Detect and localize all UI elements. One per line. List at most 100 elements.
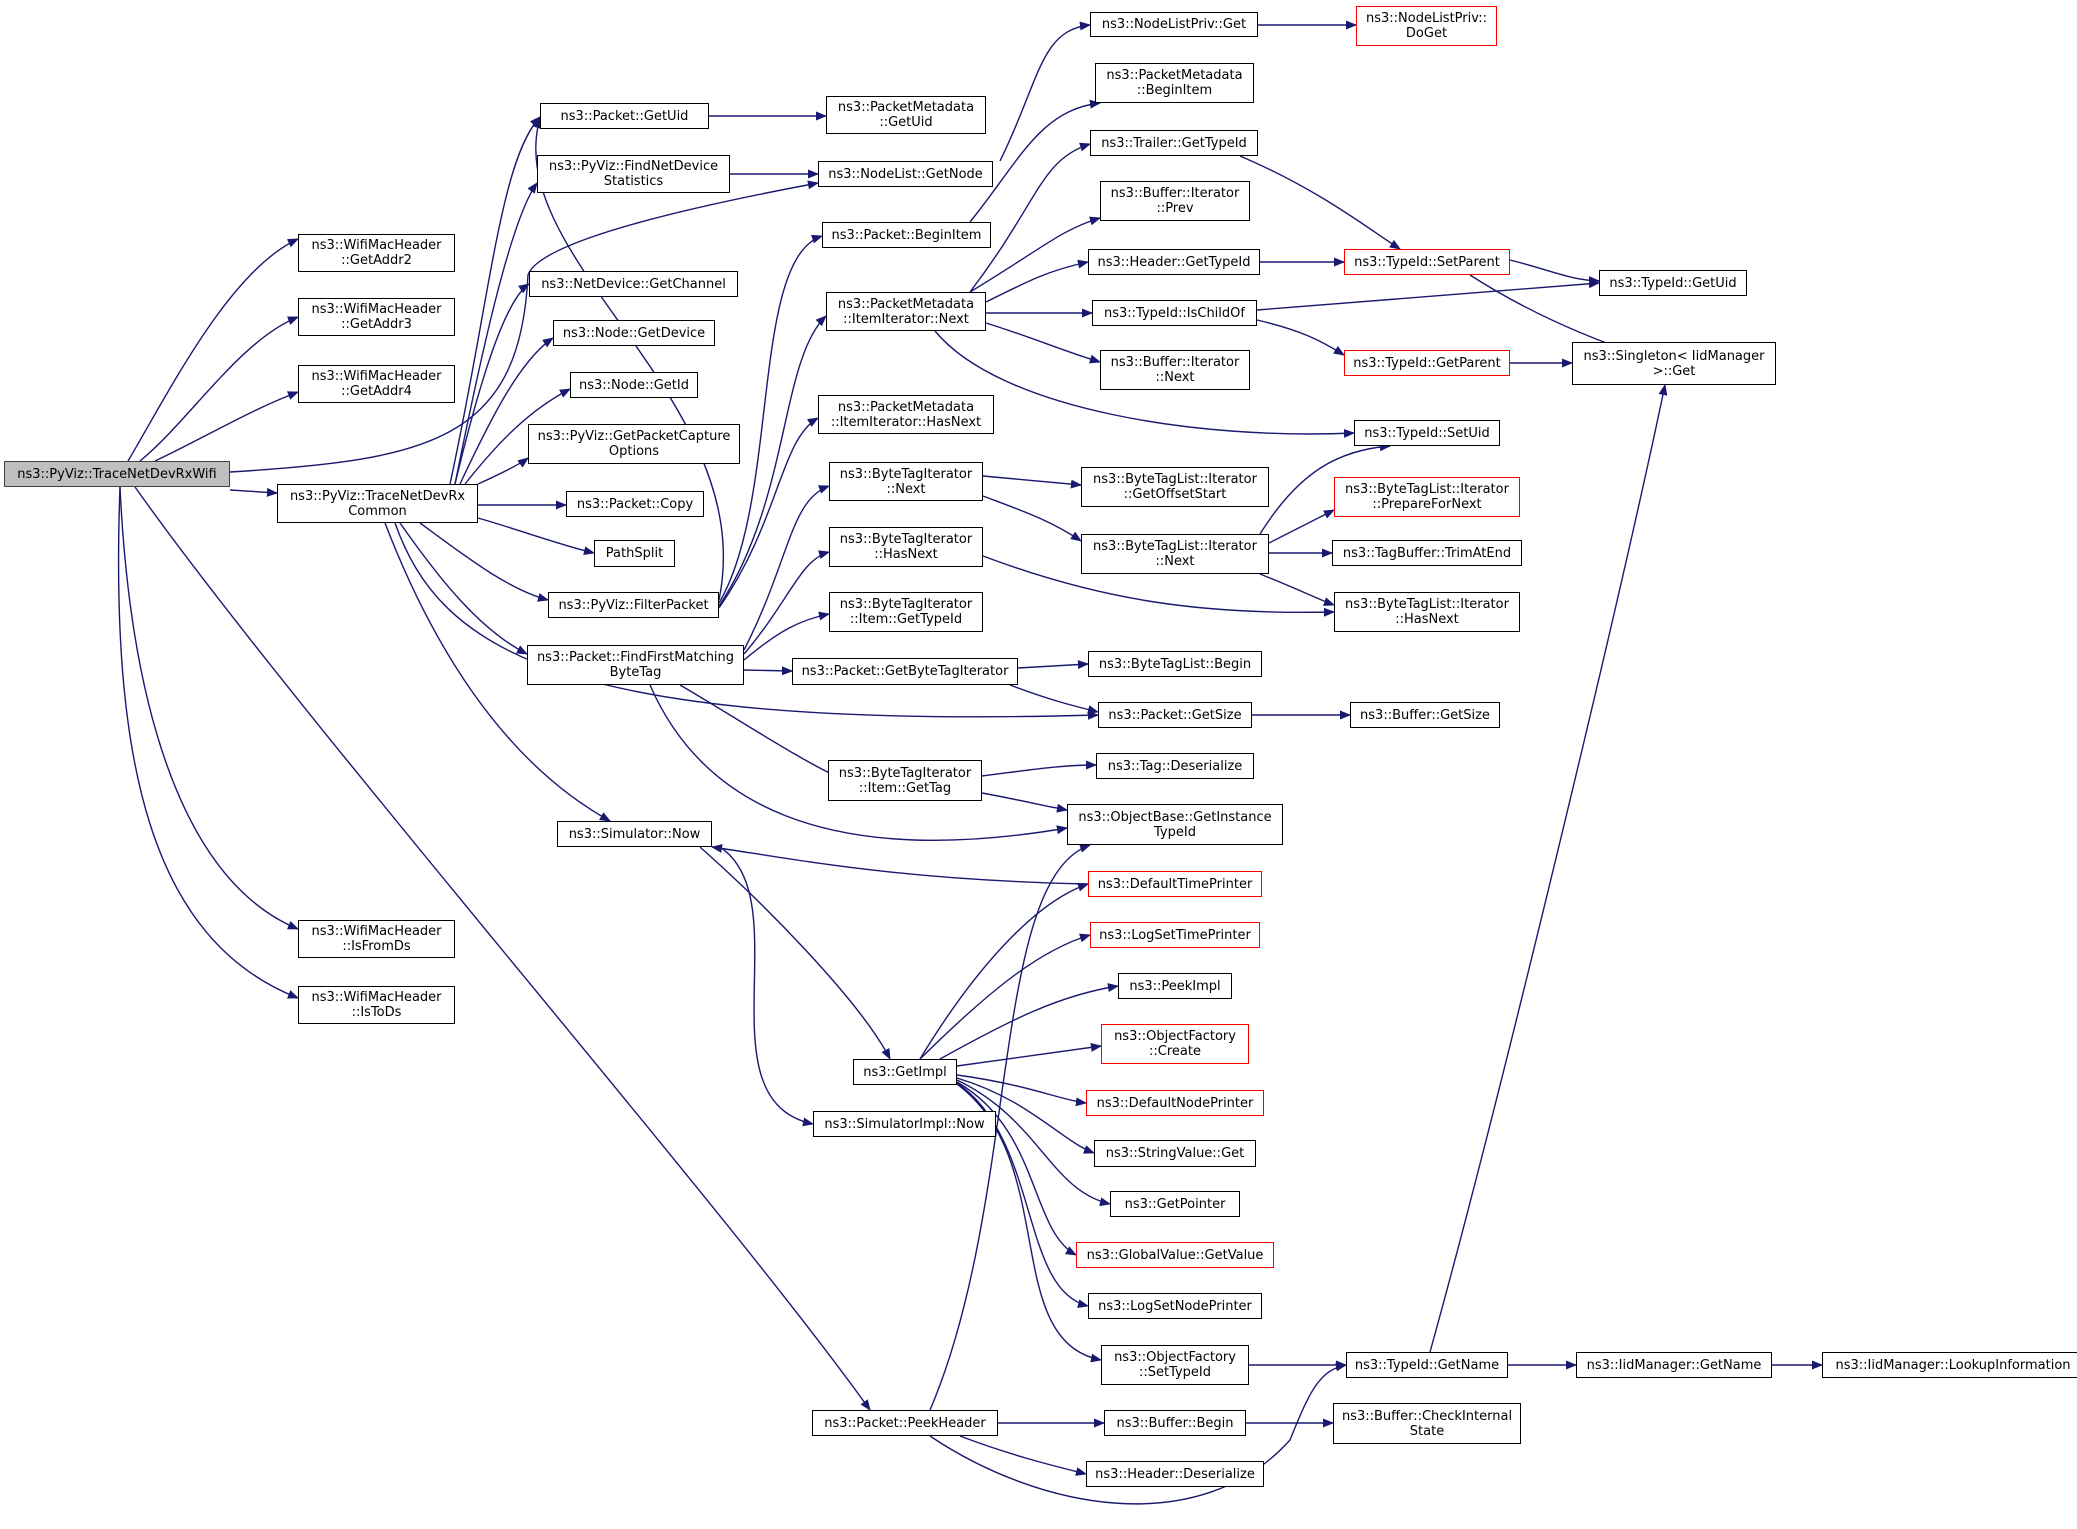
node-buf-begin[interactable]: ns3::Buffer::Begin: [1104, 1410, 1246, 1436]
node-header-deser[interactable]: ns3::Header::Deserialize: [1086, 1461, 1264, 1487]
edge-root-to-istods: [117, 486, 300, 999]
edge-root-to-nodelist: [229, 180, 820, 473]
node-typeid-getname[interactable]: ns3::TypeId::GetName: [1346, 1352, 1508, 1378]
node-nlp-get[interactable]: ns3::NodeListPriv::Get: [1090, 12, 1258, 37]
node-typeid-getparent[interactable]: ns3::TypeId::GetParent: [1344, 350, 1510, 376]
edge-nodelist-to-nlp-get: [999, 21, 1092, 162]
node-pathsplit[interactable]: PathSplit: [594, 540, 675, 567]
edge-get-impl-to-get-pointer: [956, 1079, 1112, 1207]
node-root[interactable]: ns3::PyViz::TraceNetDevRxWifi: [4, 461, 230, 487]
node-nodelist-getnode[interactable]: ns3::NodeList::GetNode: [818, 161, 993, 187]
edge-pm-next-to-prev: [969, 216, 1102, 293]
node-buf-it-prev[interactable]: ns3::Buffer::Iterator::Prev: [1100, 181, 1250, 221]
node-wmh-isfromds[interactable]: ns3::WifiMacHeader::IsFromDs: [298, 920, 455, 958]
edge-root-to-addr4: [154, 391, 300, 462]
edge-ff-to-getbti: [743, 666, 794, 676]
node-default-time[interactable]: ns3::DefaultTimePrinter: [1088, 871, 1262, 897]
node-typeid-ischildof[interactable]: ns3::TypeId::IsChildOf: [1092, 300, 1257, 326]
node-log-setnode[interactable]: ns3::LogSetNodePrinter: [1088, 1293, 1262, 1319]
node-btl-it-prep[interactable]: ns3::ByteTagList::Iterator::PrepareForNe…: [1334, 477, 1520, 517]
node-pkt-getsize[interactable]: ns3::Packet::GetSize: [1098, 702, 1252, 728]
edge-gettag-to-tag-deser: [981, 760, 1098, 777]
node-pkt-copy[interactable]: ns3::Packet::Copy: [566, 491, 704, 517]
node-wmh-addr2[interactable]: ns3::WifiMacHeader::GetAddr2: [298, 234, 455, 272]
node-peek-header[interactable]: ns3::Packet::PeekHeader: [812, 1410, 998, 1436]
node-btl-begin[interactable]: ns3::ByteTagList::Begin: [1088, 651, 1262, 677]
node-bti-hasnext[interactable]: ns3::ByteTagIterator::HasNext: [829, 527, 983, 567]
node-netdev-channel[interactable]: ns3::NetDevice::GetChannel: [529, 271, 738, 297]
node-gv-getvalue[interactable]: ns3::GlobalValue::GetValue: [1076, 1242, 1274, 1268]
edge-get-impl-to-of-create: [956, 1042, 1103, 1067]
edge-bti-next-to-btl-next: [982, 495, 1082, 542]
node-pm-ii-hasnext[interactable]: ns3::PacketMetadata::ItemIterator::HasNe…: [818, 395, 994, 434]
node-of-settypeid[interactable]: ns3::ObjectFactory::SetTypeId: [1101, 1345, 1249, 1385]
edge-btl-next-to-setuid: [1259, 442, 1392, 535]
node-btl-it-hasnext[interactable]: ns3::ByteTagList::Iterator::HasNext: [1334, 592, 1520, 632]
node-typeid-setparent[interactable]: ns3::TypeId::SetParent: [1344, 249, 1510, 275]
node-get-impl[interactable]: ns3::GetImpl: [853, 1059, 957, 1085]
node-bti-item-typeid[interactable]: ns3::ByteTagIterator::Item::GetTypeId: [829, 592, 983, 632]
edge-trace-to-node-getid: [464, 388, 571, 485]
node-iid-getname[interactable]: ns3::IidManager::GetName: [1576, 1352, 1772, 1378]
edge-ff-to-bti-hasnext: [743, 550, 831, 655]
edge-filter-to-pm-next: [718, 315, 827, 607]
edge-trace-to-netdev-channel: [454, 283, 530, 485]
edge-btl-next-to-hasnext: [1259, 573, 1336, 606]
node-sim-now[interactable]: ns3::Simulator::Now: [557, 821, 712, 847]
edge-get-impl-to-peek-impl: [939, 983, 1120, 1060]
node-of-create[interactable]: ns3::ObjectFactory::Create: [1101, 1024, 1249, 1064]
node-tagbuf-trim[interactable]: ns3::TagBuffer::TrimAtEnd: [1332, 540, 1522, 566]
node-peek-impl[interactable]: ns3::PeekImpl: [1118, 973, 1232, 999]
node-typeid-setuid[interactable]: ns3::TypeId::SetUid: [1354, 420, 1500, 446]
edge-trace-to-pkt-getsize: [394, 522, 1100, 720]
node-nlp-doget[interactable]: ns3::NodeListPriv::DoGet: [1356, 6, 1497, 46]
node-filter-packet[interactable]: ns3::PyViz::FilterPacket: [548, 592, 719, 618]
node-pkt-getbti[interactable]: ns3::Packet::GetByteTagIterator: [792, 658, 1018, 685]
node-log-settime[interactable]: ns3::LogSetTimePrinter: [1090, 922, 1260, 948]
node-header-typeid[interactable]: ns3::Header::GetTypeId: [1088, 249, 1260, 275]
node-trailer-typeid[interactable]: ns3::Trailer::GetTypeId: [1090, 130, 1258, 156]
node-singleton-get[interactable]: ns3::Singleton< IidManager >::Get: [1572, 342, 1776, 385]
node-pm-getuid[interactable]: ns3::PacketMetadata::GetUid: [826, 96, 986, 134]
node-pm-beginitem[interactable]: ns3::PacketMetadata::BeginItem: [1095, 63, 1254, 103]
edge-root-to-addr2: [127, 238, 300, 462]
edge-ff-to-gettag: [679, 684, 842, 779]
node-buf-it-next[interactable]: ns3::Buffer::Iterator::Next: [1100, 350, 1250, 390]
node-iid-lookup[interactable]: ns3::IidManager::LookupInformation: [1822, 1352, 2077, 1378]
edge-ff-to-ob-instance: [649, 684, 1069, 841]
edge-trace-to-find-first: [399, 522, 528, 655]
node-tag-deserialize[interactable]: ns3::Tag::Deserialize: [1096, 753, 1254, 779]
node-stringvalue-get[interactable]: ns3::StringValue::Get: [1094, 1140, 1256, 1167]
node-pkt-beginitem[interactable]: ns3::Packet::BeginItem: [822, 222, 991, 248]
node-pkt-getuid[interactable]: ns3::Packet::GetUid: [540, 103, 709, 129]
node-pm-ii-next[interactable]: ns3::PacketMetadata::ItemIterator::Next: [826, 292, 986, 331]
edge-trace-to-pathsplit: [477, 517, 596, 556]
edge-sim-now-to-simimpl: [719, 846, 815, 1127]
edge-sim-now-to-get-impl: [699, 846, 891, 1060]
node-bti-next[interactable]: ns3::ByteTagIterator::Next: [829, 462, 983, 501]
edge-bti-hasnext-to-btl-hasnext: [982, 555, 1336, 617]
edge-get-impl-to-log-settime: [919, 933, 1092, 1060]
node-btl-it-next[interactable]: ns3::ByteTagList::Iterator::Next: [1081, 534, 1269, 574]
node-btl-it-offset[interactable]: ns3::ByteTagList::Iterator::GetOffsetSta…: [1081, 467, 1269, 507]
node-simimpl-now[interactable]: ns3::SimulatorImpl::Now: [813, 1111, 996, 1137]
node-wmh-addr3[interactable]: ns3::WifiMacHeader::GetAddr3: [298, 298, 455, 336]
node-buf-getsize[interactable]: ns3::Buffer::GetSize: [1350, 702, 1500, 728]
edge-filter-to-pm-hasnext: [718, 417, 819, 609]
node-wmh-istods[interactable]: ns3::WifiMacHeader::IsToDs: [298, 986, 455, 1024]
node-wmh-addr4[interactable]: ns3::WifiMacHeader::GetAddr4: [298, 365, 455, 403]
node-default-node[interactable]: ns3::DefaultNodePrinter: [1086, 1090, 1264, 1116]
node-node-getdevice[interactable]: ns3::Node::GetDevice: [553, 320, 715, 346]
node-typeid-getuid[interactable]: ns3::TypeId::GetUid: [1599, 270, 1747, 296]
node-get-pointer[interactable]: ns3::GetPointer: [1110, 1191, 1240, 1217]
node-bti-item-gettag[interactable]: ns3::ByteTagIterator::Item::GetTag: [828, 760, 982, 801]
node-node-getid[interactable]: ns3::Node::GetId: [570, 372, 698, 398]
edge-pm-next-to-buf-next: [985, 322, 1102, 364]
